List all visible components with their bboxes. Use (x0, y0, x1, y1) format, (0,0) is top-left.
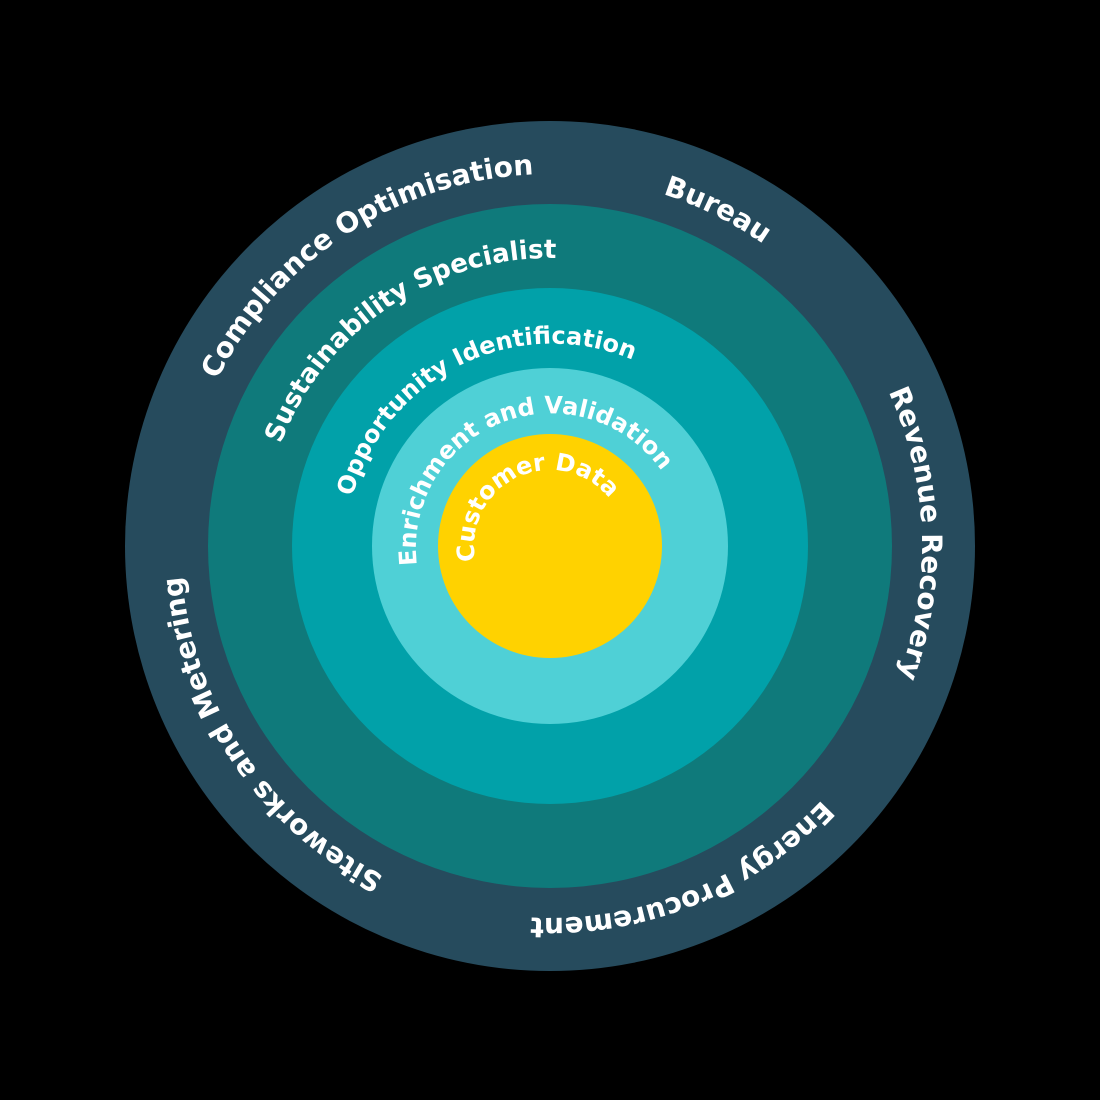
center-circle-customer-data (438, 434, 662, 658)
